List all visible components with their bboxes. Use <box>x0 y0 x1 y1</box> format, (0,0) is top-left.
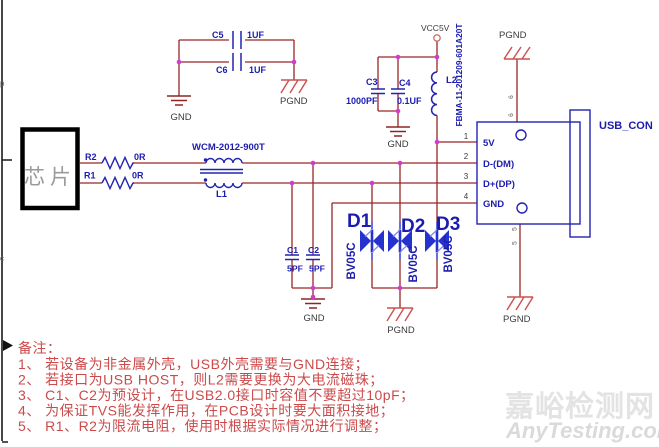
c5-c6-plates <box>232 31 242 71</box>
r1-value: 0R <box>132 171 144 181</box>
gnd-symbols: GND GND GND <box>167 95 410 324</box>
gnd-label-c3c4: GND <box>387 139 408 150</box>
l1-part: WCM-2012-900T <box>192 142 265 153</box>
c6-value: 1UF <box>249 65 267 75</box>
usb-pin3-name: D+(DP) <box>483 179 515 190</box>
c1-ref: C1 <box>287 245 298 255</box>
r2-ref: R2 <box>85 152 97 162</box>
usb-mount-hole-top <box>515 129 527 141</box>
tvs-diodes: D1 D2 D3 BV05C BV05C BV05C <box>346 211 460 283</box>
gnd-label-c1c2: GND <box>303 313 324 324</box>
usb-pin6-num-inner: 6 <box>508 113 515 117</box>
usb-pin4-num: 4 <box>464 192 469 201</box>
frame-edge-glyph-top: p <box>0 79 5 88</box>
frame-arrow-icon <box>3 340 13 351</box>
tvs-d1-symbol <box>360 229 384 253</box>
frame-edge-glyph-bottom: c <box>0 254 4 263</box>
c1-value: 5PF <box>287 264 303 274</box>
usb-shell-box <box>569 109 591 238</box>
pgnd-symbols: PGND PGND PGND PGND <box>280 30 534 336</box>
l1-ref: L1 <box>216 189 228 200</box>
d2-ref: D2 <box>401 216 425 237</box>
c5-value: 1UF <box>247 30 265 40</box>
c6-ref: C6 <box>216 65 228 75</box>
l1-symbol <box>200 157 243 189</box>
c5-ref: C5 <box>212 30 224 40</box>
note-item-3: 3、 C1、C2为预设计，在USB2.0接口时容值不要超过10pF； <box>18 387 415 404</box>
power-filter: VCC5V C3 C4 1000PF 0.1UF L2 FBMA-11-2012… <box>346 23 464 126</box>
pgnd-label-usb-bottom: PGND <box>503 314 531 325</box>
l2-part: FBMA-11-201209-601A20T <box>454 24 464 127</box>
chip-block: 芯片 <box>20 127 80 211</box>
r1-ref: R1 <box>84 171 96 181</box>
esd-caps-c1-c2: C1 C2 5PF 5PF <box>285 245 325 274</box>
l2-symbol <box>430 71 438 117</box>
chip-label: 芯片 <box>24 166 76 189</box>
d1-part: BV05C <box>346 242 358 279</box>
vcc-net-label: VCC5V <box>421 23 450 33</box>
usb-pin6-num: 6 <box>508 95 515 99</box>
c3-c4-plates <box>371 88 405 95</box>
vcc-port-icon <box>433 34 441 42</box>
c2-ref: C2 <box>308 245 319 255</box>
c3-value: 1000PF <box>346 96 378 106</box>
watermark-cn: 嘉峪检测网 <box>505 389 655 423</box>
bridge-caps-c5-c6: C5 1UF C6 1UF <box>212 30 267 75</box>
usb-pin1-num: 1 <box>464 132 469 141</box>
note-item-4: 4、 为保证TVS能发挥作用，在PCB设计时要大面积接地； <box>18 403 394 420</box>
frame-line <box>1 0 12 443</box>
l2-ref: L2 <box>446 75 457 86</box>
usb-pin1-name: 5V <box>483 138 495 149</box>
d1-ref: D1 <box>347 211 372 232</box>
resistors: R2 0R R1 0R <box>84 152 146 191</box>
pgnd-label-usb-top: PGND <box>499 30 527 41</box>
usb-connector: USB_CON 5V D-(DM) D+(DP) GND 1 2 3 4 6 6… <box>464 95 653 245</box>
pgnd-symbol-icons <box>280 46 534 322</box>
tvs-d2-symbol <box>388 229 412 253</box>
c2-value: 5PF <box>309 264 325 274</box>
c1-c2-plates <box>285 254 320 261</box>
c4-ref: C4 <box>399 78 411 88</box>
d3-part: BV05C <box>443 235 455 272</box>
d3-ref: D3 <box>436 214 460 235</box>
gnd-symbol-icons <box>167 95 410 309</box>
usb-pin4-name: GND <box>483 199 504 210</box>
usb-title: USB_CON <box>599 120 653 132</box>
diode-pin-stubs <box>371 222 438 260</box>
note-item-2: 2、 若接口为USB HOST，则L2需要更换为大电流磁珠； <box>18 372 384 389</box>
d2-part: BV05C <box>408 245 420 282</box>
chip-box <box>20 127 80 211</box>
notes-heading: 备注： <box>18 340 62 356</box>
junction-dots <box>176 54 440 300</box>
notes: 备注： 1、 若设备为非金属外壳，USB外壳需要与GND连接； 2、 若接口为U… <box>18 340 415 435</box>
usb-pin2-num: 2 <box>464 152 469 161</box>
usb-pin3-num: 3 <box>464 172 469 181</box>
watermark-en: AnyTesting.com <box>505 418 659 443</box>
sheet-frame-fragment: p c <box>0 0 13 443</box>
pgnd-label-diodes: PGND <box>387 325 415 336</box>
watermark: 嘉峪检测网 AnyTesting.com <box>505 389 659 443</box>
usb-pin5-num: 5 <box>512 241 519 245</box>
tvs-d3-symbol <box>425 229 449 253</box>
usb-mount-hole-bottom <box>516 202 528 214</box>
usb-pin2-name: D-(DM) <box>483 159 514 170</box>
resistor-r1-symbol <box>101 175 134 191</box>
note-item-5: 5、 R1、R2为限流电阻，使用时根据实际情况进行调整； <box>18 418 387 435</box>
note-item-1: 1、 若设备为非金属外壳，USB外壳需要与GND连接； <box>18 356 369 373</box>
l1-polarity-dot-top <box>203 158 208 162</box>
usb-body-box <box>476 121 581 225</box>
c4-value: 0.1UF <box>397 96 422 106</box>
c3-ref: C3 <box>366 77 378 87</box>
r2-value: 0R <box>134 152 146 162</box>
l1-polarity-dot-bottom <box>203 178 208 182</box>
usb-pin5-num-inner: 5 <box>512 227 519 231</box>
pgnd-label-c6: PGND <box>280 96 308 107</box>
resistor-r2-symbol <box>101 155 134 171</box>
gnd-label-c5: GND <box>170 112 191 123</box>
common-mode-choke-l1: WCM-2012-900T L1 <box>192 142 265 200</box>
